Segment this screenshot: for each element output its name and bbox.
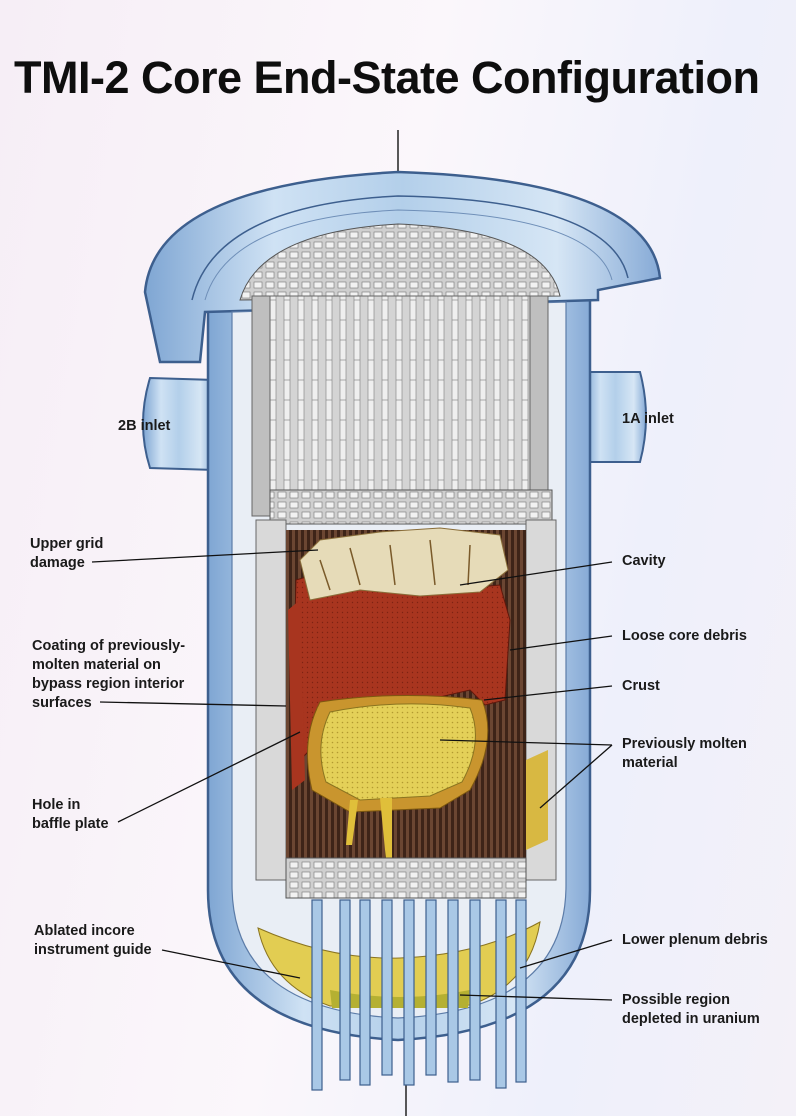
label-lower-plenum-debris: Lower plenum debris	[622, 932, 768, 948]
core-barrel-left	[255, 519, 287, 881]
label-coating: Coating of previously- molten material o…	[32, 638, 186, 711]
lower-core-grid	[285, 857, 527, 899]
upper-plenum-shell-right	[529, 295, 549, 517]
molten-drip-2	[346, 800, 358, 845]
label-crust: Crust	[622, 678, 660, 694]
upper-plenum-rods	[267, 295, 533, 497]
previously-molten-material	[320, 703, 476, 801]
head-inner-line	[191, 195, 629, 301]
label-loose-core-debris: Loose core debris	[622, 628, 747, 644]
label-cavity: Cavity	[622, 553, 666, 569]
upper-grid-plate	[269, 489, 553, 525]
label-upper-grid-damage: Upper grid damage	[30, 536, 104, 571]
label-previously-molten: Previously molten material	[622, 736, 747, 771]
red-left-wall-debris	[288, 600, 305, 790]
upper-plenum-shell	[251, 295, 271, 517]
inlet-nozzle-1a	[584, 371, 647, 463]
leader-lines	[91, 549, 613, 1001]
molten-drip-1	[380, 798, 392, 860]
label-1a-inlet: 1A inlet	[622, 411, 674, 427]
cavity-rubble-streaks	[319, 539, 471, 591]
upper-plenum-top	[239, 223, 561, 301]
label-hole-in-baffle-plate: Hole in baffle plate	[32, 797, 109, 832]
page-title: TMI-2 Core End-State Configuration	[14, 52, 760, 103]
head-inner-line-2	[204, 209, 613, 301]
inlet-nozzle-2b	[142, 376, 216, 472]
molten-right-bypass	[526, 750, 548, 850]
label-2b-inlet: 2B inlet	[118, 418, 171, 434]
label-ablated-guide: Ablated incore instrument guide	[34, 923, 152, 958]
label-depleted-region: Possible region depleted in uranium	[622, 992, 760, 1027]
cavity-rubble	[299, 527, 509, 601]
instrument-tubes	[311, 899, 527, 1091]
